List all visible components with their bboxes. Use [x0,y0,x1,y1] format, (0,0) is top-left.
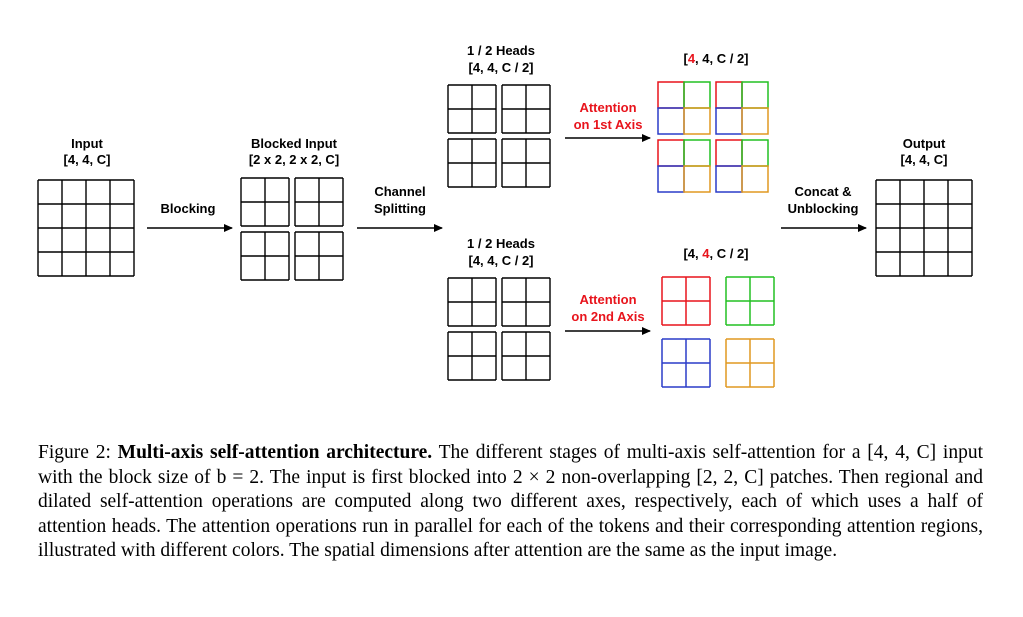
attention-1st-axis-cell [683,81,711,109]
blocked-input-block-3 [240,231,290,281]
heads-top-grid [447,84,551,188]
blocking-label: Blocking [161,201,216,216]
attention-1st-axis-cell [683,139,711,167]
figure-caption-title: Multi-axis self-attention architecture. [117,442,433,463]
heads-top-title: 1 / 2 Heads [467,43,535,58]
attention-1st-axis-cell [741,139,769,167]
heads-top-block-4 [501,138,551,188]
blocked-input-block-4 [294,231,344,281]
attention-1st-axis-cell [657,165,685,193]
blocked-input-shape: [2 x 2, 2 x 2, C] [249,152,339,167]
attention-1st-axis-cell [715,139,743,167]
heads-top-block-1 [447,84,497,134]
output-title: Output [903,136,946,151]
attention-1st-axis-cell [741,165,769,193]
heads-bottom-block-3 [447,331,497,381]
channel-splitting-label-line2: Splitting [374,201,426,216]
input-grid [37,179,135,277]
attention-1st-axis-label-line1: Attention [579,100,636,115]
attention-1st-axis-cell [657,139,685,167]
heads-bottom-block-4 [501,331,551,381]
concat-label-line1: Concat & [794,184,851,199]
channel-splitting-label-line1: Channel [374,184,425,199]
blocked-input-block-1 [240,177,290,227]
blocked-input-title: Blocked Input [251,136,338,151]
blocked-input-block-2 [294,177,344,227]
heads-bottom-title: 1 / 2 Heads [467,236,535,251]
attention-2nd-axis-label-line1: Attention [579,292,636,307]
attention-1st-axis-cell [657,107,685,135]
attention-2nd-axis-block-1 [661,276,711,326]
heads-bottom-shape: [4, 4, C / 2] [468,253,533,268]
output-bottom-shape: [4, 4, C / 2] [683,246,748,261]
heads-top-block-2 [501,84,551,134]
input-title: Input [71,136,103,151]
blocked-input-grid [240,177,344,281]
output-shape: [4, 4, C] [901,152,948,167]
attention-1st-axis-cell [741,81,769,109]
attention-architecture-diagram: Input [4, 4, C] Blocking Blocked Input [… [37,43,973,388]
attention-2nd-axis-block-4 [725,338,775,388]
output-top-shape: [4, 4, C / 2] [683,51,748,66]
attention-1st-axis-cell [715,107,743,135]
heads-top-block-3 [447,138,497,188]
input-grid-cells [37,179,135,277]
attention-1st-axis-cell [715,81,743,109]
attention-2nd-axis-label-line2: on 2nd Axis [571,309,644,324]
concat-label-line2: Unblocking [788,201,859,216]
attention-1st-axis-cell [683,107,711,135]
figure-caption: Figure 2: Multi-axis self-attention arch… [38,441,983,564]
attention-1st-axis-cell [741,107,769,135]
attention-2nd-axis-block-2 [725,276,775,326]
heads-bottom-grid [447,277,551,381]
attention-1st-axis-cell [657,81,685,109]
output-grid-cells [875,179,973,277]
heads-bottom-block-1 [447,277,497,327]
attention-1st-axis-colored-grid [657,81,769,193]
input-shape: [4, 4, C] [64,152,111,167]
output-grid [875,179,973,277]
heads-top-shape: [4, 4, C / 2] [468,60,533,75]
attention-1st-axis-cell [683,165,711,193]
heads-bottom-block-2 [501,277,551,327]
figure-label: Figure 2: [38,442,111,463]
figure-caption-body: The different stages of multi-axis self-… [38,442,983,561]
attention-2nd-axis-block-3 [661,338,711,388]
attention-1st-axis-label-line2: on 1st Axis [574,117,643,132]
attention-1st-axis-cell [715,165,743,193]
attention-2nd-axis-colored-grid [661,276,775,388]
